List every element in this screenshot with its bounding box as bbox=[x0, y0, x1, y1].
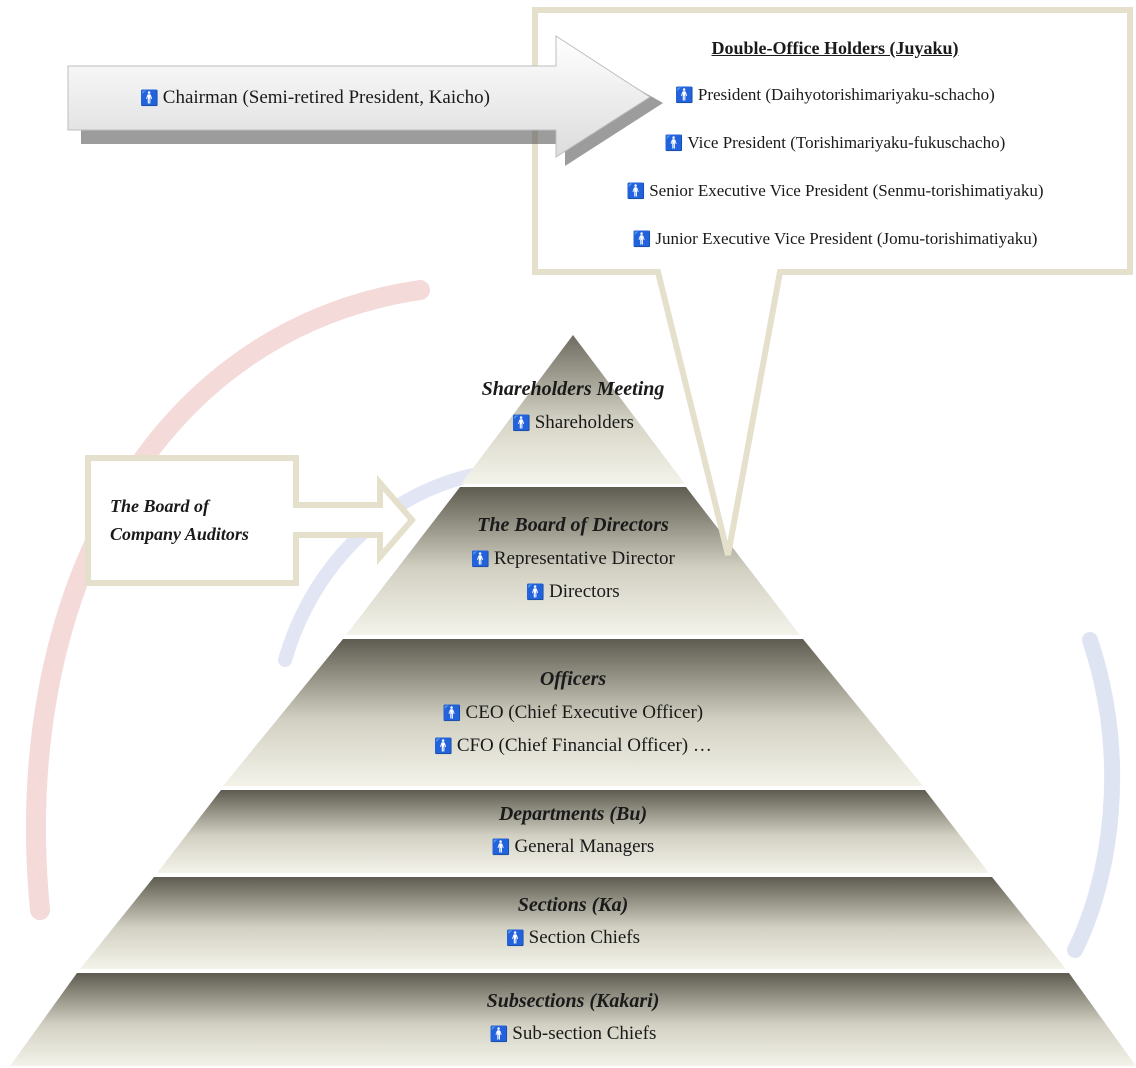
double-office-item: 🚹Senior Executive Vice President (Senmu-… bbox=[626, 181, 1044, 200]
pyramid-level-2 bbox=[346, 487, 800, 635]
double-office-item: 🚹President (Daihyotorishimariyaku-schach… bbox=[675, 85, 995, 104]
double-office-item: 🚹Vice President (Torishimariyaku-fukusch… bbox=[664, 133, 1006, 152]
person-icon: 🚹 bbox=[442, 706, 462, 722]
level-title-shareholders-meeting: Shareholders Meeting bbox=[481, 378, 665, 400]
person-icon: 🚹 bbox=[471, 552, 490, 568]
blue-swoosh-right bbox=[1067, 632, 1121, 958]
chairman-arrow bbox=[67, 35, 651, 158]
person-icon: 🚹 bbox=[434, 739, 453, 755]
level-title-board-of-directors: The Board of Directors bbox=[477, 514, 669, 536]
double-office-callout bbox=[532, 7, 1133, 556]
person-icon: 🚹 bbox=[505, 931, 525, 947]
level-member: 🚹Sub-section Chiefs bbox=[489, 1023, 657, 1044]
chairman-text: Chairman (Semi-retired President, Kaicho… bbox=[162, 87, 490, 108]
level-member: 🚹Representative Director bbox=[471, 548, 675, 569]
level-title-sections: Sections (Ka) bbox=[517, 894, 629, 916]
level-member: 🚹Directors bbox=[526, 581, 620, 602]
person-icon: 🚹 bbox=[489, 1027, 509, 1043]
pyramid-level-5 bbox=[80, 877, 1066, 969]
pyramid-level-4 bbox=[157, 790, 989, 873]
double-office-title: Double-Office Holders (Juyaku) bbox=[711, 38, 959, 58]
level-member: 🚹CFO (Chief Financial Officer) … bbox=[434, 735, 712, 756]
level-member: 🚹General Managers bbox=[491, 836, 655, 857]
person-icon: 🚹 bbox=[675, 88, 694, 104]
person-icon: 🚹 bbox=[512, 416, 531, 432]
auditors-label: The Board of Company Auditors bbox=[110, 496, 249, 544]
level-title-officers: Officers bbox=[539, 668, 607, 690]
pyramid-level-3 bbox=[223, 639, 923, 786]
level-member: 🚹Shareholders bbox=[512, 412, 634, 433]
person-icon: 🚹 bbox=[140, 91, 159, 107]
double-office-item: 🚹Junior Executive Vice President (Jomu-t… bbox=[632, 229, 1038, 248]
person-icon: 🚹 bbox=[632, 232, 652, 248]
person-icon: 🚹 bbox=[626, 184, 646, 200]
level-member: 🚹CEO (Chief Executive Officer) bbox=[442, 702, 704, 723]
level-title-subsections: Subsections (Kakari) bbox=[486, 990, 660, 1012]
pyramid-level-1 bbox=[461, 335, 685, 484]
person-icon: 🚹 bbox=[491, 840, 511, 856]
level-member: 🚹Section Chiefs bbox=[505, 927, 641, 948]
chairman-label: 🚹Chairman (Semi-retired President, Kaich… bbox=[80, 87, 550, 109]
person-icon: 🚹 bbox=[526, 585, 545, 601]
pyramid-level-6 bbox=[10, 973, 1136, 1066]
auditors-arrow bbox=[85, 455, 416, 586]
person-icon: 🚹 bbox=[664, 136, 684, 152]
level-title-departments: Departments (Bu) bbox=[498, 803, 648, 825]
